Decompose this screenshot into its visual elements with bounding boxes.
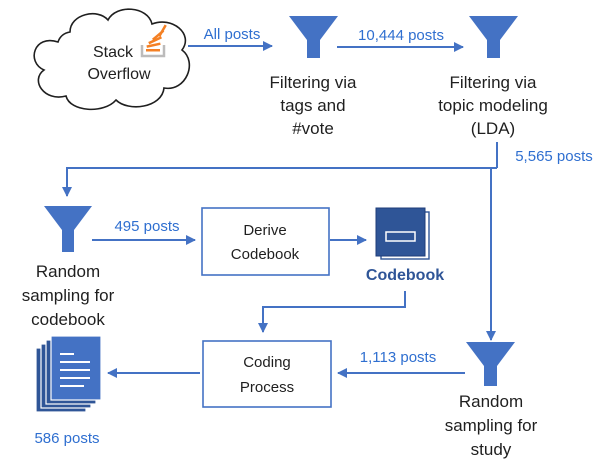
step-filter-lda-line3: (LDA)	[471, 119, 515, 138]
flow-label-all-posts: All posts	[204, 26, 261, 43]
coding-process-line1: Coding	[243, 354, 291, 371]
step-filter-lda-line1: Filtering via	[450, 73, 537, 92]
coding-process-line2: Process	[240, 379, 294, 396]
source-label-line2: Overflow	[87, 66, 151, 83]
funnel-icon	[44, 206, 92, 252]
stack-overflow-logo-icon	[140, 24, 167, 58]
flow-label-study-sample: 1,113 posts	[360, 349, 436, 366]
stack-overflow-cloud: Stack Overflow	[33, 8, 191, 111]
codebook-label: Codebook	[366, 267, 444, 284]
step-random-study-line1: Random	[459, 392, 523, 411]
step-filter-lda: Filtering via topic modeling (LDA)	[438, 73, 548, 138]
derive-codebook-line1: Derive	[243, 222, 286, 239]
source-label-line1: Stack	[93, 44, 134, 61]
step-random-codebook-line3: codebook	[31, 310, 105, 329]
step-random-study-line3: study	[471, 440, 512, 459]
step-random-codebook: Random sampling for codebook	[22, 262, 115, 329]
flow-label-tag-filtered: 10,444 posts	[358, 27, 444, 44]
derive-codebook-box: Derive Codebook	[201, 207, 330, 276]
funnel-icon	[466, 342, 515, 386]
connectors	[62, 41, 498, 378]
step-filter-tags-line2: tags and	[280, 96, 345, 115]
step-random-codebook-line2: sampling for	[22, 286, 115, 305]
cloud-shape	[33, 8, 191, 111]
step-filter-tags-line3: #vote	[292, 119, 334, 138]
document-stack-icon	[35, 335, 102, 413]
coding-process-box: Coding Process	[202, 340, 332, 408]
derive-codebook-line2: Codebook	[231, 246, 300, 263]
step-filter-tags-line1: Filtering via	[270, 73, 357, 92]
arrow-codebook-to-coding	[258, 291, 406, 333]
step-filter-tags: Filtering via tags and #vote	[270, 73, 357, 138]
flow-label-lda-filtered: 5,565 posts	[515, 148, 593, 165]
step-random-study: Random sampling for study	[445, 392, 538, 459]
flow-label-output: 586 posts	[34, 430, 99, 447]
funnel-icon	[469, 16, 518, 58]
book-icon	[375, 207, 430, 260]
step-filter-lda-line2: topic modeling	[438, 96, 548, 115]
step-random-study-line2: sampling for	[445, 416, 538, 435]
step-random-codebook-line1: Random	[36, 262, 100, 281]
flow-label-codebook-sample: 495 posts	[114, 218, 179, 235]
arrow-to-random-codebook	[62, 167, 497, 197]
funnel-icon	[289, 16, 338, 58]
